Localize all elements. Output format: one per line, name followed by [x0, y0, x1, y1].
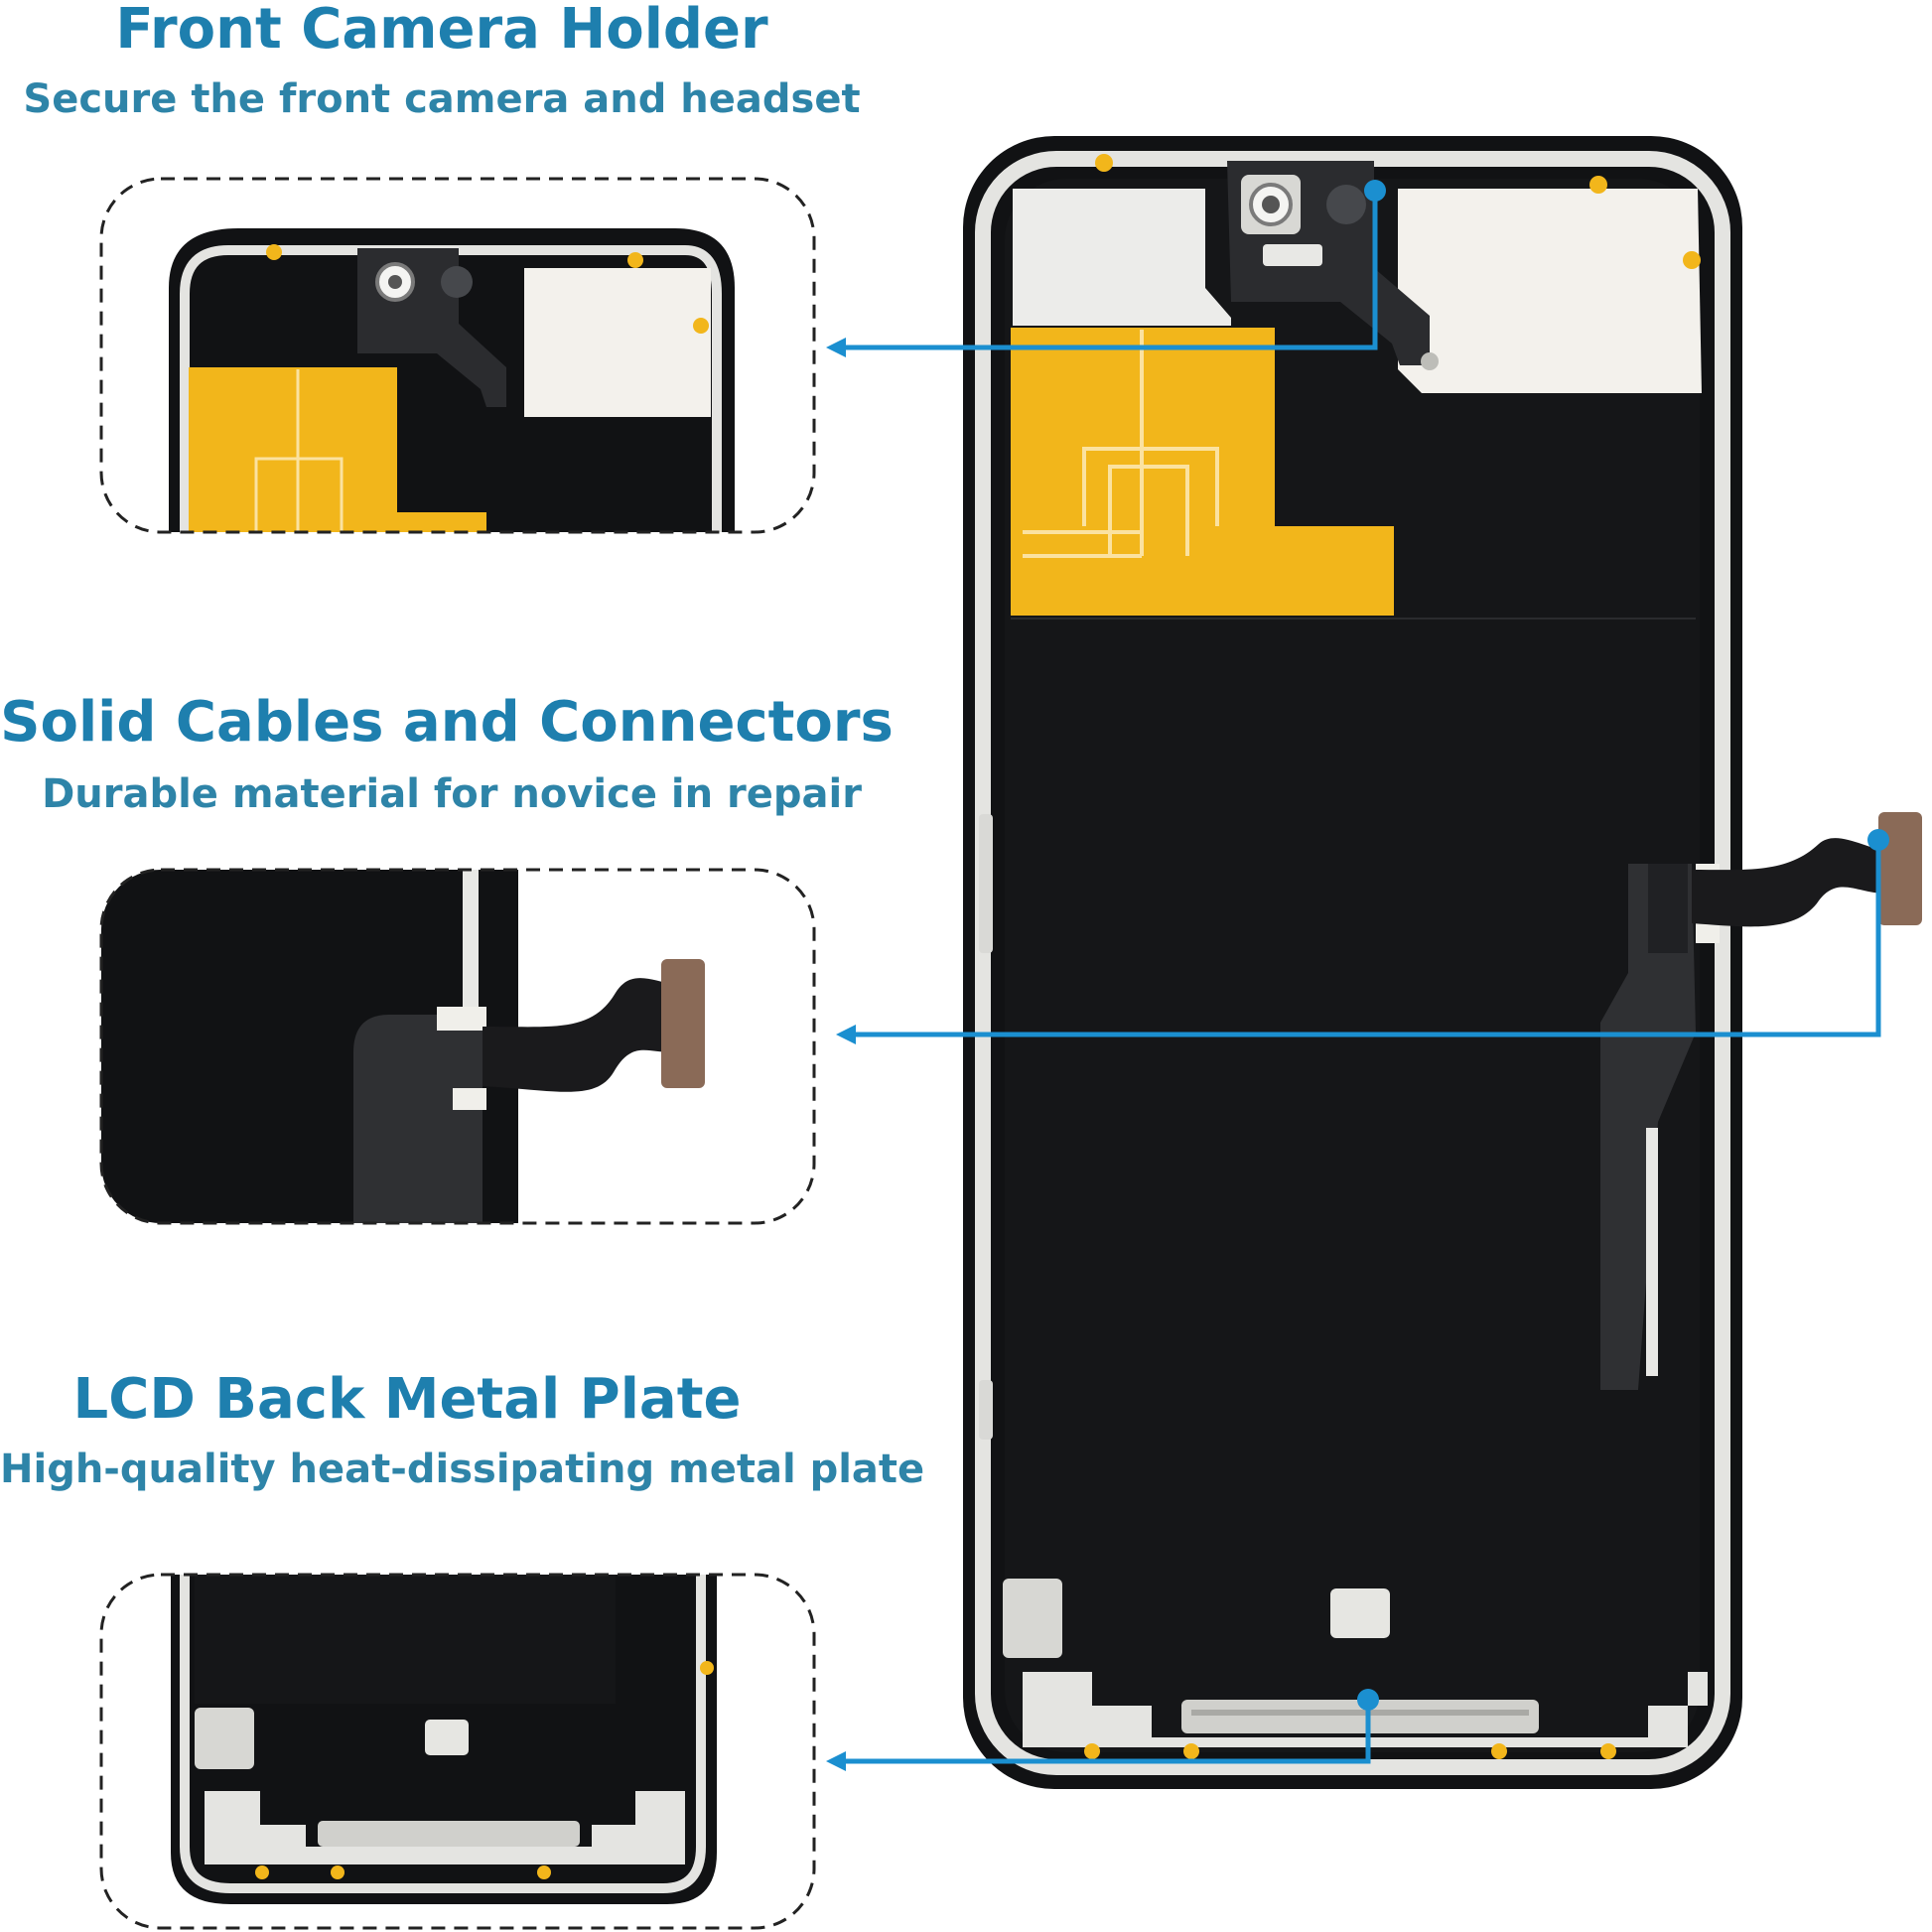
zoom-frame-cables [99, 868, 816, 1225]
left-rail-marks [979, 814, 993, 1440]
callout-line-camera [836, 191, 1378, 350]
feature-title-camera: Front Camera Holder [115, 0, 768, 62]
front-camera-holder [1227, 161, 1439, 370]
feature-subtitle-cables: Durable material for novice in repair [42, 771, 862, 817]
arrowhead-icon [826, 338, 846, 357]
zoom-frame-plate [99, 1573, 816, 1930]
flex-cable [1600, 812, 1922, 1390]
feature-title-plate: LCD Back Metal Plate [72, 1367, 742, 1432]
arrowhead-icon [826, 1751, 846, 1771]
callout-line-cables [846, 840, 1881, 1037]
zoom-panel-camera [99, 177, 816, 534]
zoom-panel-plate [99, 1573, 816, 1930]
callout-dot-icon [1867, 829, 1889, 851]
lcd-metal-frame [975, 151, 1730, 1775]
flex-connector [1878, 812, 1922, 925]
callout-dot-icon [1364, 180, 1386, 202]
lcd-assembly [963, 136, 1922, 1789]
top-right-shield [1398, 189, 1702, 393]
feature-subtitle-camera: Secure the front camera and headset [23, 76, 861, 122]
callout-lines [836, 191, 1881, 1764]
zoom-panel-cables [99, 868, 816, 1225]
feature-title-cables: Solid Cables and Connectors [0, 690, 894, 755]
feature-subtitle-plate: High-quality heat-dissipating metal plat… [0, 1447, 925, 1492]
arrowhead-icon [836, 1025, 856, 1044]
bottom-strip [1003, 1579, 1708, 1759]
yellow-tape [1011, 328, 1394, 616]
callout-dot-icon [1357, 1689, 1379, 1711]
zoom-frame-camera [99, 177, 816, 534]
callout-line-plate [836, 1700, 1371, 1764]
